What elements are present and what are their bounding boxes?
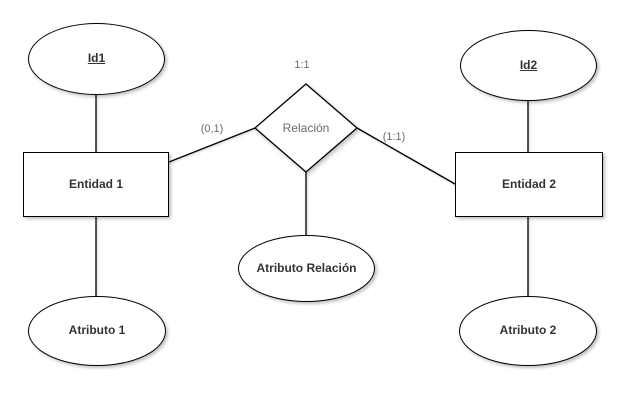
cardinality-label-above-diamond: 1:1 [294, 59, 310, 71]
cardinality-label-entidad1-relacion: (0,1) [200, 123, 224, 135]
node-label-entidad-1: Entidad 1 [68, 176, 123, 191]
attribute-ellipse-id2: Id2 [460, 30, 597, 101]
node-label-atributo-2: Atributo 2 [499, 323, 557, 338]
entity-rectangle-entidad-1: Entidad 1 [23, 152, 169, 217]
attribute-ellipse-atributo-1: Atributo 1 [28, 296, 166, 366]
node-label-atributo-relacion: Atributo Relación [256, 260, 357, 275]
relationship-label-relacion: Relación [282, 121, 330, 135]
attribute-ellipse-id1: Id1 [28, 23, 165, 95]
entity-rectangle-entidad-2: Entidad 2 [455, 152, 603, 217]
relationship-diamond [254, 83, 358, 173]
edge-relacion-entidad2 [356, 127, 456, 185]
cardinality-label-relacion-entidad2: (1:1) [382, 131, 406, 143]
attribute-ellipse-atributo-relacion: Atributo Relación [238, 235, 375, 302]
node-label-id2: Id2 [519, 57, 538, 72]
node-label-id1: Id1 [87, 51, 106, 66]
node-label-entidad-2: Entidad 2 [501, 176, 556, 191]
node-label-atributo-1: Atributo 1 [68, 323, 126, 338]
edge-entidad1-relacion [168, 127, 256, 163]
attribute-ellipse-atributo-2: Atributo 2 [459, 296, 597, 366]
